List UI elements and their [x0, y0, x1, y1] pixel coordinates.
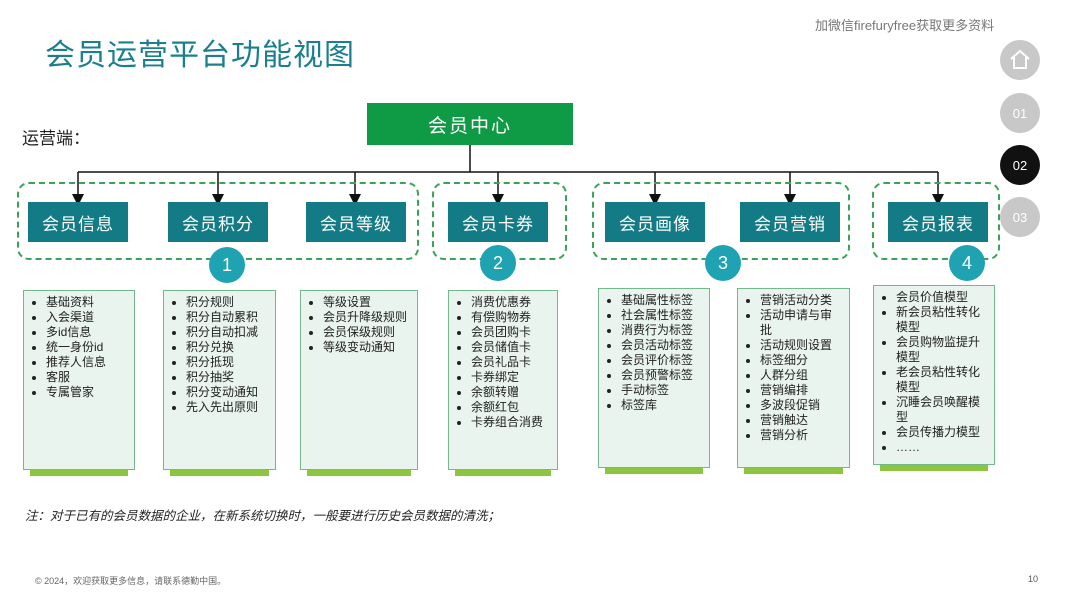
badge-4: 4 [949, 245, 985, 281]
home-icon [1010, 49, 1030, 69]
list-item: 新会员粘性转化模型 [896, 305, 988, 335]
category-member-reports: 会员报表 [888, 202, 988, 242]
list-item: 积分抵现 [186, 355, 269, 370]
list-member-profile: 基础属性标签 社会属性标签 消费行为标签 会员活动标签 会员评价标签 会员预警标… [598, 288, 710, 474]
list-item: 余额转赠 [471, 385, 551, 400]
page-title: 会员运营平台功能视图 [45, 39, 355, 72]
list-item: 老会员粘性转化模型 [896, 365, 988, 395]
list-item: 手动标签 [621, 383, 703, 398]
list-item: 营销活动分类 [760, 293, 843, 308]
footnote: 注：对于已有的会员数据的企业，在新系统切换时，一般要进行历史会员数据的清洗； [25, 509, 501, 523]
list-item: 基础资料 [46, 295, 128, 310]
list-item: 积分自动扣减 [186, 325, 269, 340]
list-item: 等级设置 [323, 295, 411, 310]
category-member-points: 会员积分 [168, 202, 268, 242]
list-item: 卡券绑定 [471, 370, 551, 385]
page-number: 10 [1028, 574, 1039, 584]
list-item: 标签细分 [760, 353, 843, 368]
list-item: 多id信息 [46, 325, 128, 340]
list-item: 人群分组 [760, 368, 843, 383]
list-item: 消费行为标签 [621, 323, 703, 338]
list-item: 会员储值卡 [471, 340, 551, 355]
group-4 [872, 182, 1000, 260]
list-item: 有偿购物券 [471, 310, 551, 325]
list-item: 先入先出原则 [186, 400, 269, 415]
list-member-reports: 会员价值模型 新会员粘性转化模型 会员购物监提升模型 老会员粘性转化模型 沉睡会… [873, 285, 995, 471]
list-member-points: 积分规则 积分自动累积 积分自动扣减 积分兑换 积分抵现 积分抽奖 积分变动通知… [163, 290, 276, 476]
list-item: …… [896, 440, 988, 455]
category-member-coupons: 会员卡券 [448, 202, 548, 242]
badge-3: 3 [705, 245, 741, 281]
category-member-level: 会员等级 [306, 202, 406, 242]
list-item: 会员升降级规则 [323, 310, 411, 325]
list-item: 统一身份id [46, 340, 128, 355]
list-item: 会员保级规则 [323, 325, 411, 340]
list-item: 会员预警标签 [621, 368, 703, 383]
list-member-info: 基础资料 入会渠道 多id信息 统一身份id 推荐人信息 客服 专属管家 [23, 290, 135, 476]
list-item: 消费优惠券 [471, 295, 551, 310]
list-item: 会员传播力模型 [896, 425, 988, 440]
nav-home-button[interactable] [1000, 40, 1040, 80]
list-item: 营销触达 [760, 413, 843, 428]
list-member-marketing: 营销活动分类 活动申请与审批 活动规则设置 标签细分 人群分组 营销编排 多波段… [737, 288, 850, 474]
list-item: 客服 [46, 370, 128, 385]
list-item: 会员购物监提升模型 [896, 335, 988, 365]
list-item: 活动规则设置 [760, 338, 843, 353]
list-item: 社会属性标签 [621, 308, 703, 323]
list-item: 会员活动标签 [621, 338, 703, 353]
list-item: 入会渠道 [46, 310, 128, 325]
list-item: 推荐人信息 [46, 355, 128, 370]
nav-section-02[interactable]: 02 [1000, 145, 1040, 185]
center-node: 会员中心 [367, 103, 573, 145]
side-label: 运营端： [22, 129, 90, 148]
category-member-profile: 会员画像 [605, 202, 705, 242]
list-item: 活动申请与审批 [760, 308, 843, 338]
list-item: 等级变动通知 [323, 340, 411, 355]
list-item: 营销分析 [760, 428, 843, 443]
list-item: 会员价值模型 [896, 290, 988, 305]
list-item: 积分变动通知 [186, 385, 269, 400]
list-member-coupons: 消费优惠券 有偿购物券 会员团购卡 会员储值卡 会员礼品卡 卡券绑定 余额转赠 … [448, 290, 558, 476]
list-item: 专属管家 [46, 385, 128, 400]
category-member-info: 会员信息 [28, 202, 128, 242]
list-item: 标签库 [621, 398, 703, 413]
list-item: 会员评价标签 [621, 353, 703, 368]
list-item: 沉睡会员唤醒模型 [896, 395, 988, 425]
list-item: 卡券组合消费 [471, 415, 551, 430]
badge-1: 1 [209, 247, 245, 283]
badge-2: 2 [480, 245, 516, 281]
list-item: 会员礼品卡 [471, 355, 551, 370]
list-item: 积分抽奖 [186, 370, 269, 385]
list-item: 基础属性标签 [621, 293, 703, 308]
copyright-footer: © 2024，欢迎获取更多信息，请联系德勤中国。 [35, 576, 227, 586]
nav-section-03[interactable]: 03 [1000, 197, 1040, 237]
list-item: 多波段促销 [760, 398, 843, 413]
nav-section-01[interactable]: 01 [1000, 93, 1040, 133]
list-item: 积分自动累积 [186, 310, 269, 325]
list-item: 积分兑换 [186, 340, 269, 355]
list-item: 积分规则 [186, 295, 269, 310]
watermark-text: 加微信firefuryfree获取更多资料 [815, 18, 995, 33]
list-item: 余额红包 [471, 400, 551, 415]
category-member-marketing: 会员营销 [740, 202, 840, 242]
list-item: 会员团购卡 [471, 325, 551, 340]
list-item: 营销编排 [760, 383, 843, 398]
list-member-level: 等级设置 会员升降级规则 会员保级规则 等级变动通知 [300, 290, 418, 476]
